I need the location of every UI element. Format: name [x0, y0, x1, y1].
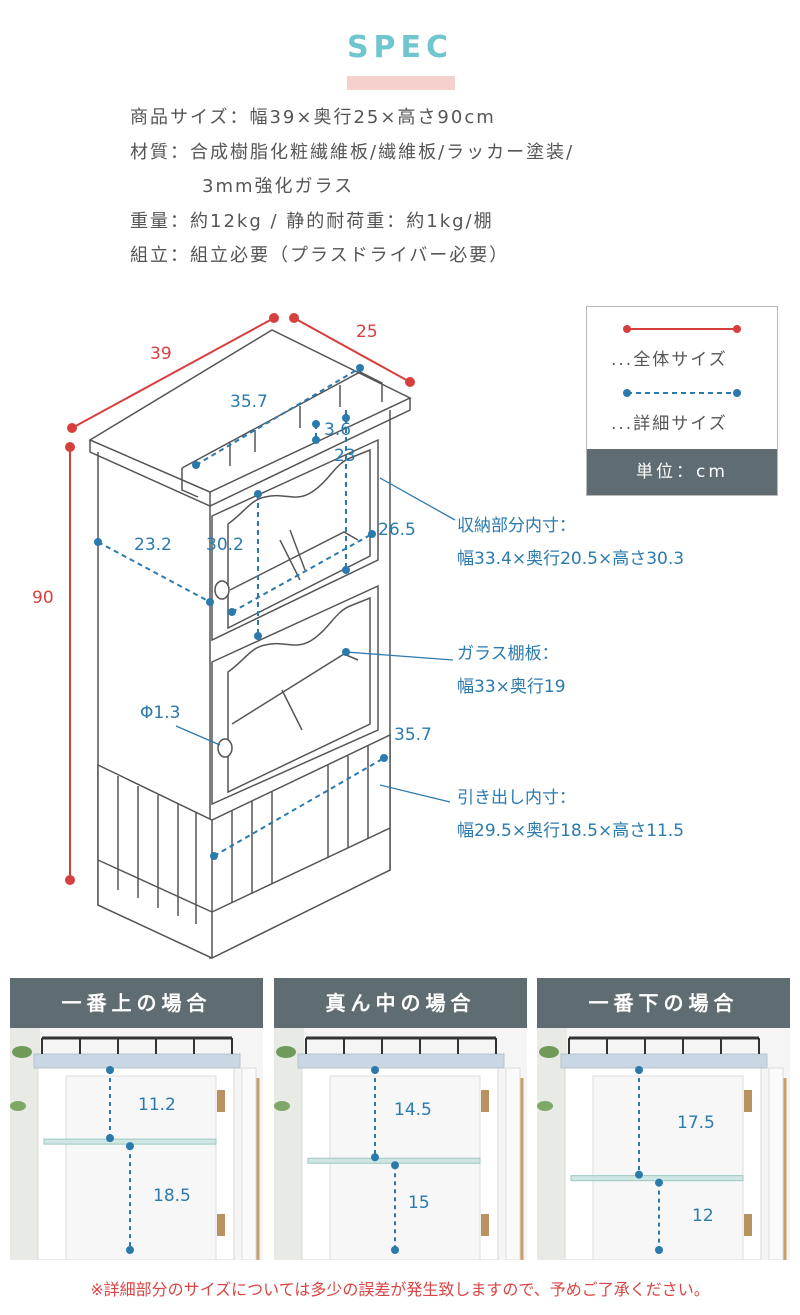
measure-dot	[106, 1134, 114, 1143]
rail-width-label: 35.7	[230, 392, 268, 412]
open-door	[768, 1067, 784, 1260]
inner-height2-label: 26.5	[378, 520, 416, 540]
measure-dot	[106, 1066, 114, 1074]
cabinet-interior	[592, 1075, 744, 1260]
measure-dot	[126, 1246, 134, 1254]
tile-top-title: 一番上の場合	[10, 978, 263, 1028]
tile-top-lower: 18.5	[153, 1186, 191, 1206]
hinge-lower	[217, 1214, 225, 1236]
measure-dot	[635, 1066, 643, 1074]
overall-dimensions	[65, 313, 415, 885]
rail-height-label: 3.6	[324, 420, 352, 440]
measure-dot	[655, 1178, 663, 1187]
knob-label: Φ1.3	[140, 703, 181, 723]
hinge-lower	[481, 1214, 489, 1236]
tile-bottom-title: 一番下の場合	[537, 978, 790, 1028]
tile-bottom-upper: 17.5	[677, 1113, 715, 1133]
width-label: 39	[150, 344, 172, 364]
spec-list: 商品サイズ：幅39×奥行25×高さ90cm 材質：合成樹脂化粧繊維板/繊維板/ラ…	[130, 104, 574, 277]
plant-leaf	[539, 1046, 559, 1058]
legend-box: ...全体サイズ ...詳細サイズ 単位：cm	[586, 306, 778, 496]
height-label: 90	[32, 588, 54, 608]
tile-top-upper: 11.2	[138, 1095, 176, 1115]
spec-material: 材質：合成樹脂化粧繊維板/繊維板/ラッカー塗装/	[130, 141, 575, 163]
shelf-note-title: ガラス棚板：	[457, 644, 559, 664]
cabinet-top-board	[560, 1053, 768, 1069]
plant-leaf	[274, 1101, 290, 1111]
plant-leaf	[12, 1046, 32, 1058]
storage-note: 収納部分内寸： 幅33.4×奥行20.5×高さ30.3	[457, 510, 684, 576]
measure-dot	[371, 1066, 379, 1074]
measure-dot	[635, 1170, 643, 1179]
storage-note-value: 幅33.4×奥行20.5×高さ30.3	[457, 549, 685, 569]
tile-bottom-position: 一番下の場合 17.5 12	[537, 978, 790, 1260]
measure-dot	[391, 1246, 399, 1254]
spec-weight: 重量：約12kg / 静的耐荷重：約1kg/棚	[130, 210, 494, 232]
unit-label: 単位：cm	[587, 449, 777, 495]
legend-overall-label: ...全体サイズ	[611, 350, 728, 370]
tile-middle-position: 真ん中の場合 14.5 15	[274, 978, 527, 1260]
inner-depth-label: 23.2	[134, 535, 172, 555]
cabinet-top-board	[33, 1053, 241, 1069]
measure-dot	[655, 1246, 663, 1254]
hinge-upper	[481, 1090, 489, 1112]
spec-heading-block: SPEC	[0, 30, 800, 90]
shelf-note-value: 幅33×奥行19	[457, 677, 566, 697]
heading-highlight	[347, 76, 455, 90]
tile-top-position: 一番上の場合 11.2 18.5	[10, 978, 263, 1260]
tile-middle-photo	[274, 1028, 527, 1260]
drawer-width-label: 35.7	[394, 725, 432, 745]
footnote: ※詳細部分のサイズについては多少の誤差が発生致しますので、予めご了承ください。	[90, 1280, 710, 1299]
plant-leaf	[276, 1046, 296, 1058]
inner-height-label: 30.2	[206, 535, 244, 555]
depth-label: 25	[356, 322, 378, 342]
plant-leaf	[537, 1101, 553, 1111]
spec-assembly: 組立：組立必要（プラスドライバー必要）	[130, 245, 510, 266]
hinge-lower	[744, 1214, 752, 1236]
cabinet-top-board	[297, 1053, 505, 1069]
leader-lines	[175, 477, 456, 803]
hinge-upper	[217, 1090, 225, 1112]
measure-dot	[371, 1153, 379, 1162]
tile-middle-title: 真ん中の場合	[274, 978, 527, 1028]
tile-top-photo	[10, 1028, 263, 1260]
tile-middle-upper: 14.5	[394, 1100, 432, 1120]
drawer-note-value: 幅29.5×奥行18.5×高さ11.5	[457, 821, 685, 841]
spec-material-cont: 3mm強化ガラス	[202, 176, 355, 197]
cabinet-interior	[65, 1075, 217, 1260]
open-door	[505, 1067, 521, 1260]
cabinet-diagram	[65, 313, 456, 960]
tile-bottom-photo	[537, 1028, 790, 1260]
tile-bottom-lower: 12	[692, 1206, 714, 1226]
plant-leaf	[10, 1101, 26, 1111]
glass-depth-label: 23	[334, 446, 356, 466]
storage-note-title: 収納部分内寸：	[457, 516, 576, 536]
drawer-note-title: 引き出し内寸：	[457, 788, 576, 808]
measure-dot	[391, 1161, 399, 1170]
spec-size: 商品サイズ：幅39×奥行25×高さ90cm	[130, 107, 496, 128]
legend-detail-label: ...詳細サイズ	[611, 414, 728, 434]
drawer-note: 引き出し内寸： 幅29.5×奥行18.5×高さ11.5	[457, 782, 684, 848]
cabinet-interior	[329, 1075, 481, 1260]
spec-heading: SPEC	[346, 30, 454, 65]
hinge-upper	[744, 1090, 752, 1112]
detail-dimension-dots	[94, 364, 388, 860]
tile-middle-lower: 15	[408, 1193, 430, 1213]
legend-swatches	[623, 325, 741, 397]
cabinet-drawing	[88, 329, 412, 960]
measure-dot	[126, 1142, 134, 1151]
shelf-note: ガラス棚板： 幅33×奥行19	[457, 638, 566, 704]
open-door	[241, 1067, 257, 1260]
